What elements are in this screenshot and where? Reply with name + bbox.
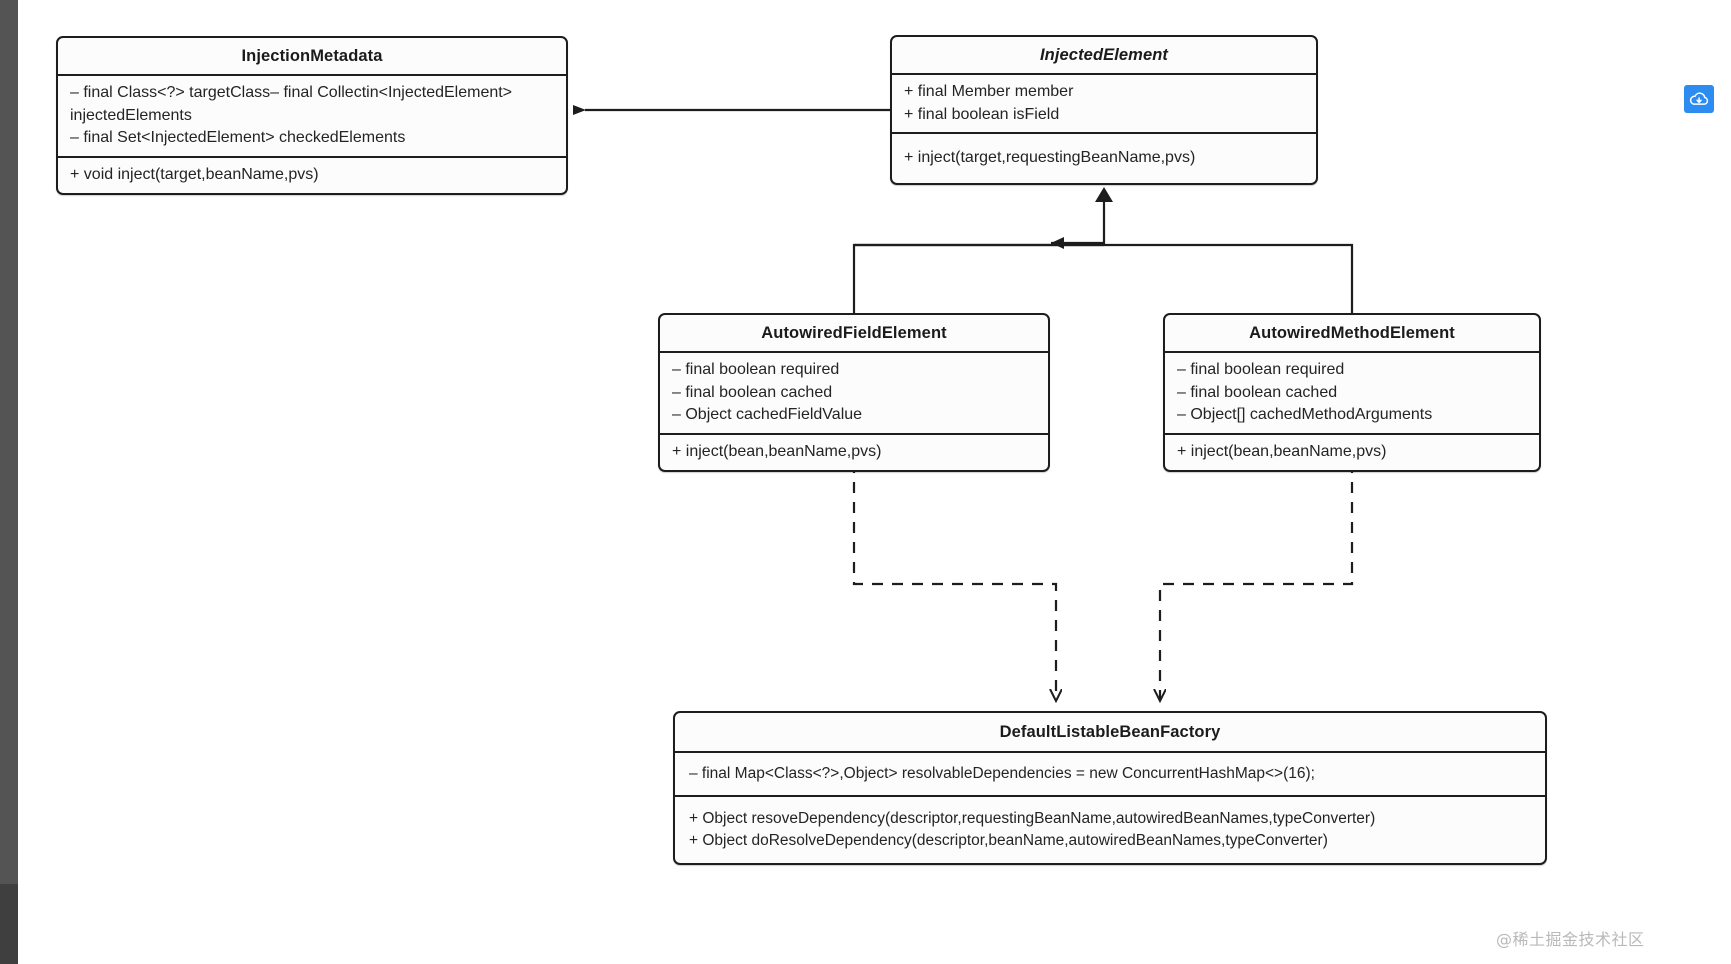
class-title-default-listable-bean-factory: DefaultListableBeanFactory xyxy=(999,723,1221,741)
class-operation: + inject(bean,beanName,pvs) xyxy=(1177,443,1387,461)
class-attribute: – final Set<InjectedElement> checkedElem… xyxy=(70,129,406,147)
class-attribute: – final boolean required xyxy=(672,360,840,378)
class-attribute: – final Class<?> targetClass– final Coll… xyxy=(70,83,513,124)
class-title-autowired-field-element: AutowiredFieldElement xyxy=(761,324,947,342)
compartment-divider xyxy=(58,156,566,159)
class-attribute: – Object[] cachedMethodArguments xyxy=(1177,406,1433,424)
class-operation: + Object resoveDependency(descriptor,req… xyxy=(689,809,1376,827)
left-gutter-strip-bottom xyxy=(0,884,18,964)
cloud-download-icon xyxy=(1689,92,1709,105)
class-attribute: – Object cachedFieldValue xyxy=(672,406,863,424)
class-attribute: – final boolean cached xyxy=(1177,383,1338,401)
class-attribute: – final Map<Class<?>,Object> resolvableD… xyxy=(689,764,1315,782)
class-title-injected-element: InjectedElement xyxy=(1039,46,1169,64)
relation-generalization-tree xyxy=(852,187,1354,313)
attributes-compartment: + final Member member + final boolean is… xyxy=(892,75,1316,132)
compartment-divider xyxy=(1165,433,1539,436)
attributes-compartment: – final boolean required – final boolean… xyxy=(1165,353,1539,433)
attributes-compartment: – final Map<Class<?>,Object> resolvableD… xyxy=(675,753,1545,795)
class-box-default-listable-bean-factory[interactable]: DefaultListableBeanFactory – final Map<C… xyxy=(673,711,1547,865)
attributes-compartment: – final boolean required – final boolean… xyxy=(660,353,1048,433)
class-title-injection-metadata: InjectionMetadata xyxy=(241,47,383,65)
class-box-injection-metadata[interactable]: InjectionMetadata – final Class<?> targe… xyxy=(56,36,568,195)
compartment-divider xyxy=(660,350,1048,353)
class-attribute: + final Member member xyxy=(904,82,1074,100)
compartment-divider xyxy=(892,72,1316,75)
operations-compartment: + Object resoveDependency(descriptor,req… xyxy=(675,797,1545,863)
relation-dependency-method xyxy=(1160,462,1354,700)
compartment-divider xyxy=(675,750,1545,753)
compartment-divider xyxy=(660,433,1048,436)
operations-compartment: + inject(bean,beanName,pvs) xyxy=(1165,435,1539,470)
compartment-divider xyxy=(892,132,1316,135)
operations-compartment: + void inject(target,beanName,pvs) xyxy=(58,158,566,193)
compartment-divider xyxy=(58,73,566,76)
operations-compartment: + inject(target,requestingBeanName,pvs) xyxy=(892,134,1316,183)
compartment-divider xyxy=(1165,350,1539,353)
watermark-text: @稀土掘金技术社区 xyxy=(1496,930,1645,949)
compartment-divider xyxy=(675,794,1545,797)
class-attribute: – final boolean required xyxy=(1177,360,1345,378)
operations-compartment: + inject(bean,beanName,pvs) xyxy=(660,435,1048,470)
relation-dependency-field xyxy=(852,462,1056,700)
class-box-autowired-field-element[interactable]: AutowiredFieldElement – final boolean re… xyxy=(658,313,1050,472)
left-gutter-strip xyxy=(0,0,18,964)
class-attribute: + final boolean isField xyxy=(904,105,1060,123)
class-title-autowired-method-element: AutowiredMethodElement xyxy=(1249,324,1455,342)
class-operation: + void inject(target,beanName,pvs) xyxy=(70,166,319,184)
class-operation: + inject(bean,beanName,pvs) xyxy=(672,443,882,461)
class-operation: + Object doResolveDependency(descriptor,… xyxy=(689,831,1328,849)
class-attribute: – final boolean cached xyxy=(672,383,833,401)
cloud-download-button[interactable] xyxy=(1684,85,1714,113)
class-operation: + inject(target,requestingBeanName,pvs) xyxy=(904,149,1196,167)
attributes-compartment: – final Class<?> targetClass– final Coll… xyxy=(58,76,566,156)
class-box-autowired-method-element[interactable]: AutowiredMethodElement – final boolean r… xyxy=(1163,313,1541,472)
class-box-injected-element[interactable]: InjectedElement + final Member member + … xyxy=(890,35,1318,186)
